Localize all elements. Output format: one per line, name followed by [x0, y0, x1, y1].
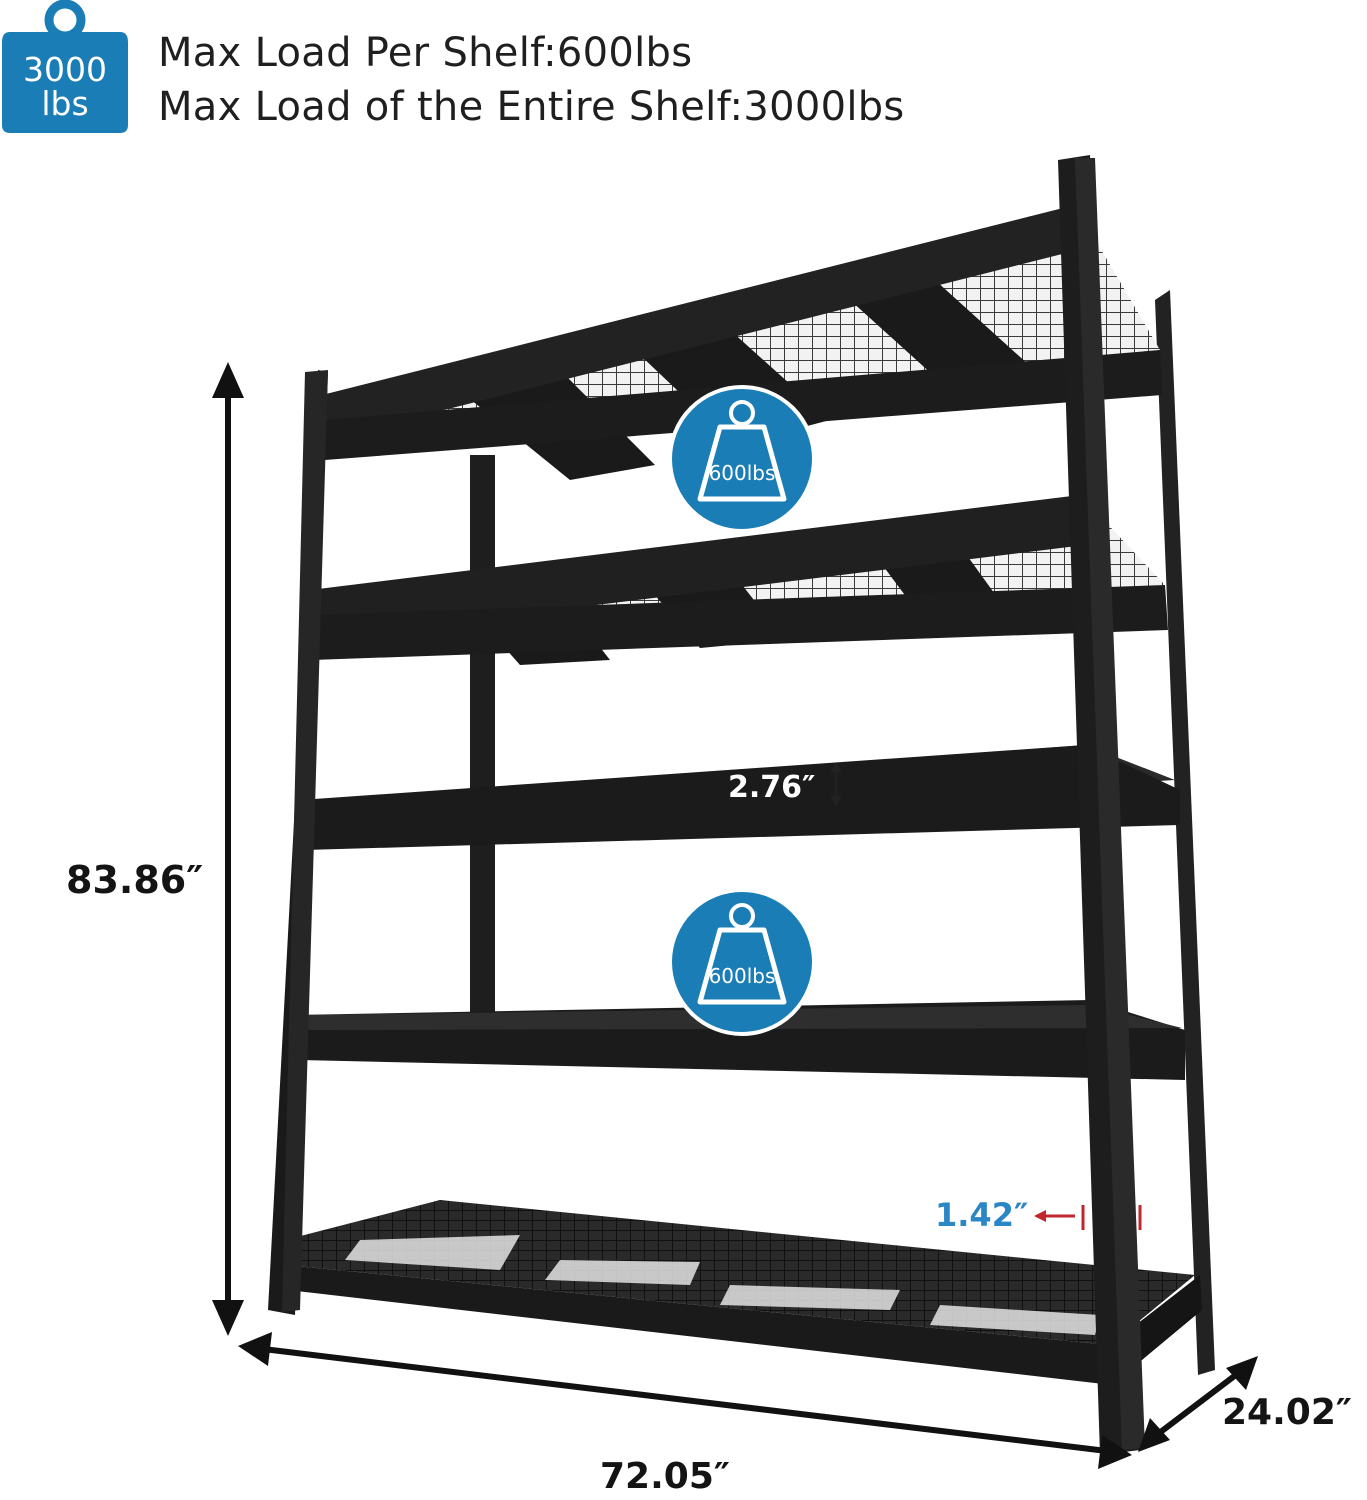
front-left-post: [268, 370, 328, 1315]
shelf-2: [310, 495, 1168, 665]
width-dimension-arrow: [238, 1332, 1132, 1469]
beam-height-arrow: [830, 762, 842, 806]
shelf-5: [285, 1200, 1202, 1385]
shelf-load-badge-top: 600lbs: [668, 385, 816, 533]
shelf-load-badge-middle: 600lbs: [668, 888, 816, 1036]
badge-weight-unit: lbs: [41, 84, 89, 123]
depth-dimension-label: 24.02″: [1222, 1392, 1352, 1433]
shelf-3: [300, 745, 1180, 850]
beam-height-label: 2.76″: [728, 770, 816, 805]
back-left-post: [470, 455, 495, 1030]
weight-capacity-icon: 3000 lbs: [0, 0, 130, 135]
max-load-per-shelf: Max Load Per Shelf:600lbs: [158, 30, 693, 76]
back-right-post: [1155, 290, 1215, 1375]
front-right-post: [1058, 155, 1145, 1455]
weight-icon: [729, 903, 755, 929]
weight-icon: [729, 400, 755, 426]
height-dimension-label: 83.86″: [66, 858, 204, 902]
badge-weight-number: 3000: [23, 50, 107, 89]
max-load-entire-shelf: Max Load of the Entire Shelf:3000lbs: [158, 84, 905, 130]
depth-dimension-arrow: [1138, 1356, 1258, 1452]
width-dimension-label: 72.05″: [600, 1456, 730, 1497]
shelf-load-label-top: 600lbs: [708, 461, 776, 485]
shelf-load-label-middle: 600lbs: [708, 964, 776, 988]
height-dimension-arrow: [212, 362, 244, 1336]
hole-spacing-arrow: [1034, 1205, 1142, 1230]
hole-spacing-label: 1.42″: [935, 1196, 1029, 1234]
